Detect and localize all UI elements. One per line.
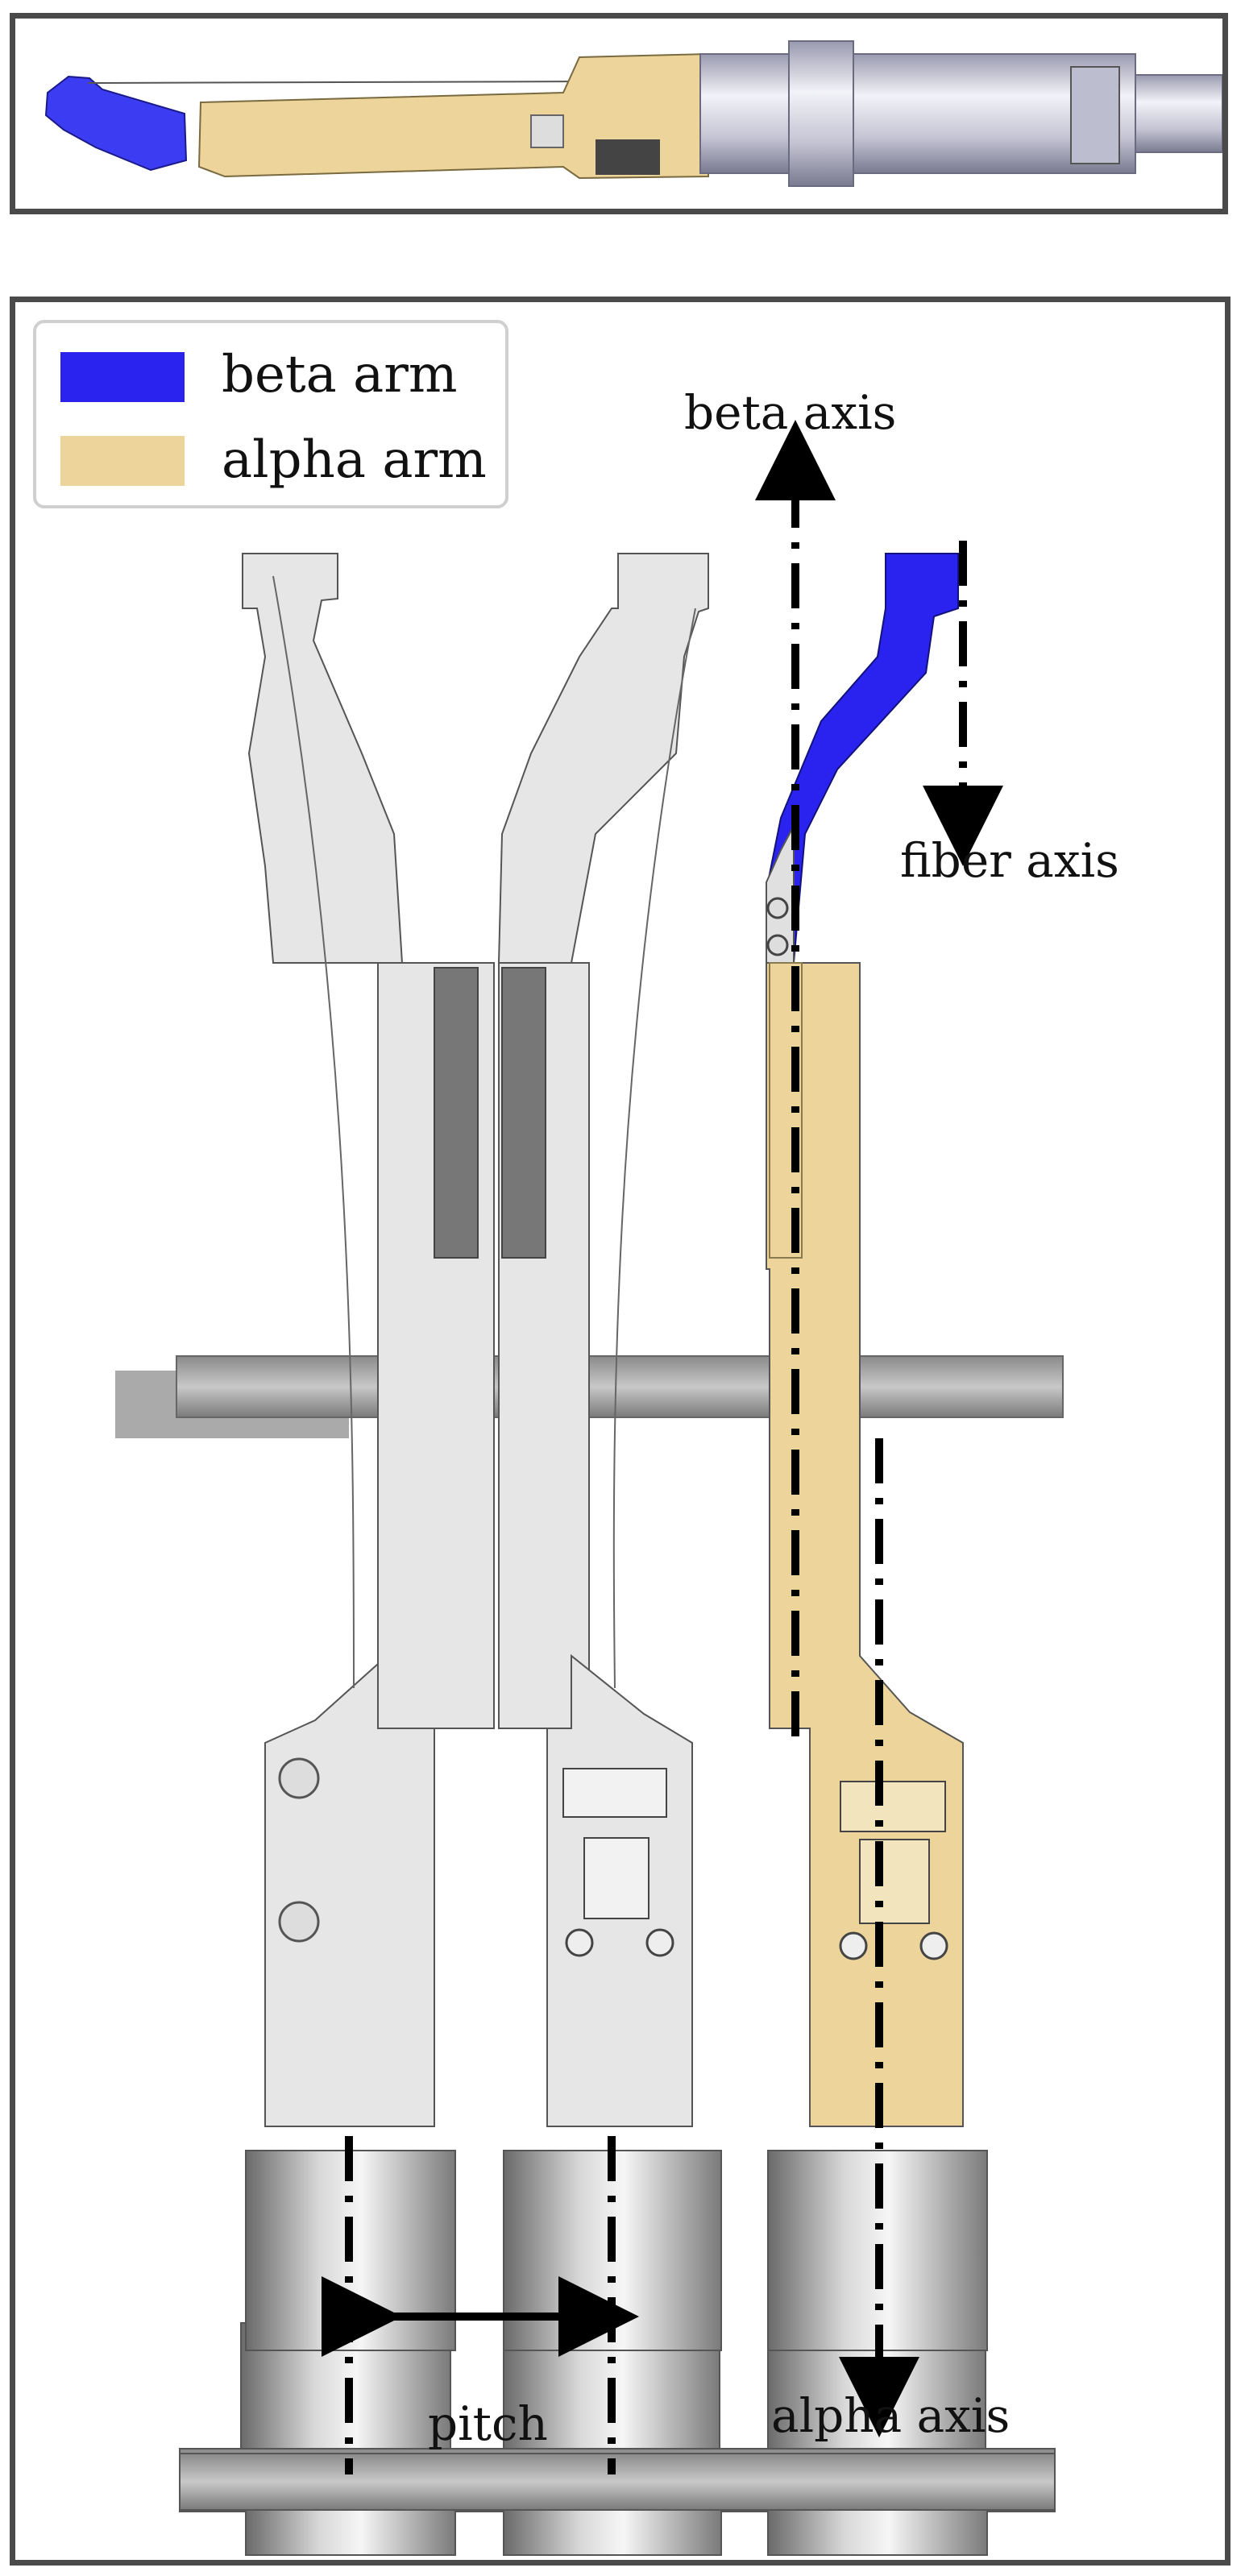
fiber-axis-label: fiber axis (900, 833, 1119, 888)
side-body-cylinder (699, 53, 1136, 174)
legend: beta arm alpha arm (33, 320, 508, 508)
base-cylinders (115, 1355, 1064, 2556)
side-beta-arm (44, 75, 188, 172)
positioner-right (765, 553, 964, 2127)
side-alpha-arm (197, 52, 709, 180)
side-view-drawing (44, 40, 1222, 187)
front-view-drawing (115, 420, 1064, 2556)
legend-label-alpha: alpha arm (222, 430, 487, 490)
right-alpha-arm (766, 962, 964, 2127)
base-flange (176, 1355, 1064, 1418)
side-view-panel (10, 13, 1228, 214)
legend-swatch-alpha (60, 436, 185, 486)
front-view-panel: beta arm alpha arm beta axis fiber axis … (10, 297, 1230, 2566)
alpha-axis-label: alpha axis (771, 2388, 1011, 2443)
pitch-label: pitch (428, 2396, 548, 2451)
positioner-middle (497, 553, 709, 2127)
positioner-left (242, 553, 495, 2127)
legend-label-beta: beta arm (222, 345, 458, 404)
legend-swatch-beta (60, 352, 185, 402)
beta-axis-label: beta axis (684, 385, 897, 440)
